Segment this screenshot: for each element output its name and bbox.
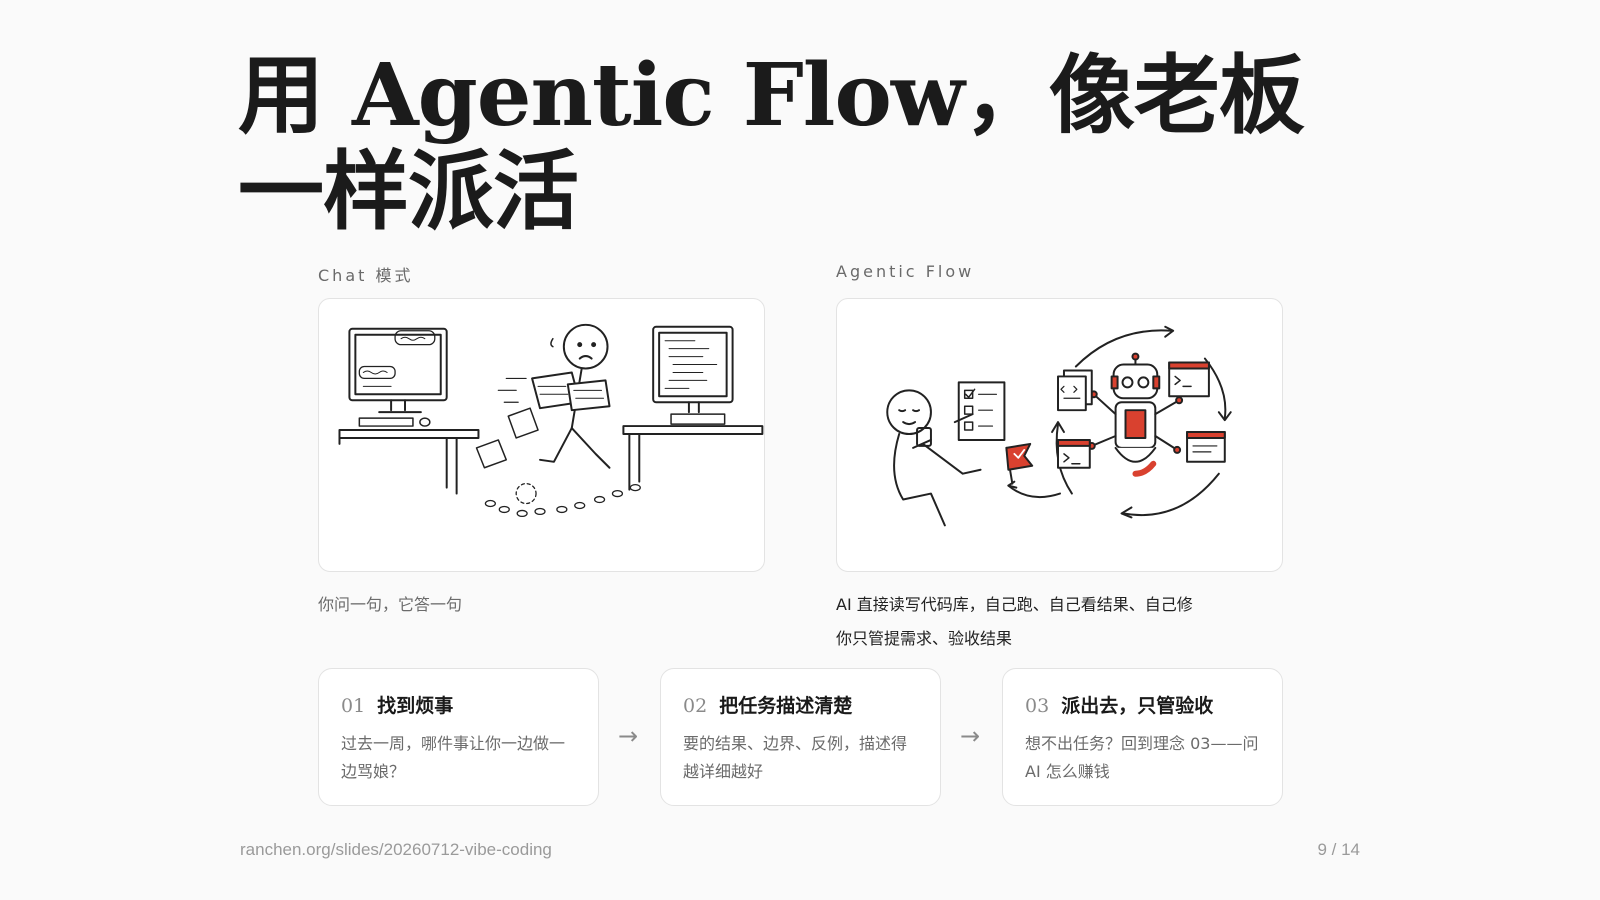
computer-icon	[338, 327, 480, 495]
step-description: 想不出任务？回到理念 03——问 AI 怎么赚钱	[1025, 734, 1259, 781]
terminal-window-icon	[1057, 361, 1226, 469]
agentic-flow-label: Agentic Flow	[836, 262, 975, 281]
robot-icon	[1087, 352, 1184, 477]
chat-mode-caption: 你问一句，它答一句	[318, 595, 463, 614]
agentic-flow-caption: AI 直接读写代码库，自己跑、自己看结果、自己修 你只管提需求、验收结果	[836, 588, 1283, 656]
slide-title: 用 Agentic Flow，像老板一样派活	[238, 45, 1305, 242]
step-description: 过去一周，哪件事让你一边做一边骂娘？	[341, 734, 566, 781]
agentic-flow-caption-line1: AI 直接读写代码库，自己跑、自己看结果、自己修	[836, 595, 1193, 614]
step-number: 03	[1025, 695, 1050, 717]
arrow-right-icon: →	[618, 722, 639, 750]
document-icon	[1057, 369, 1093, 412]
step-title: 派出去，只管验收	[1061, 695, 1214, 717]
relaxed-person-icon	[886, 389, 982, 527]
page-counter: 9 / 14	[1317, 840, 1360, 859]
arrow-right-icon: →	[960, 722, 981, 750]
flag-icon	[1005, 442, 1034, 485]
step-description: 要的结果、边界、反例，描述得越详细越好	[683, 734, 908, 781]
cycle-arrows-icon	[1007, 325, 1232, 519]
step-card-1: 01 找到烦事 过去一周，哪件事让你一边做一边骂娘？	[318, 668, 599, 806]
stressed-person-icon	[475, 323, 641, 518]
checklist-icon	[957, 381, 1006, 441]
agentic-flow-caption-line2: 你只管提需求、验收结果	[836, 629, 1013, 648]
chat-mode-label: Chat 模式	[318, 266, 414, 285]
step-number: 02	[683, 695, 708, 717]
step-title: 找到烦事	[377, 695, 454, 717]
step-number: 01	[341, 695, 366, 717]
agentic-flow-illustration	[836, 298, 1283, 572]
chat-mode-illustration	[318, 298, 765, 572]
footer-url: ranchen.org/slides/20260712-vibe-coding	[240, 840, 552, 859]
step-card-2: 02 把任务描述清楚 要的结果、边界、反例，描述得越详细越好	[660, 668, 941, 806]
step-card-3: 03 派出去，只管验收 想不出任务？回到理念 03——问 AI 怎么赚钱	[1002, 668, 1283, 806]
step-title: 把任务描述清楚	[719, 695, 853, 717]
code-monitor-icon	[622, 325, 764, 491]
